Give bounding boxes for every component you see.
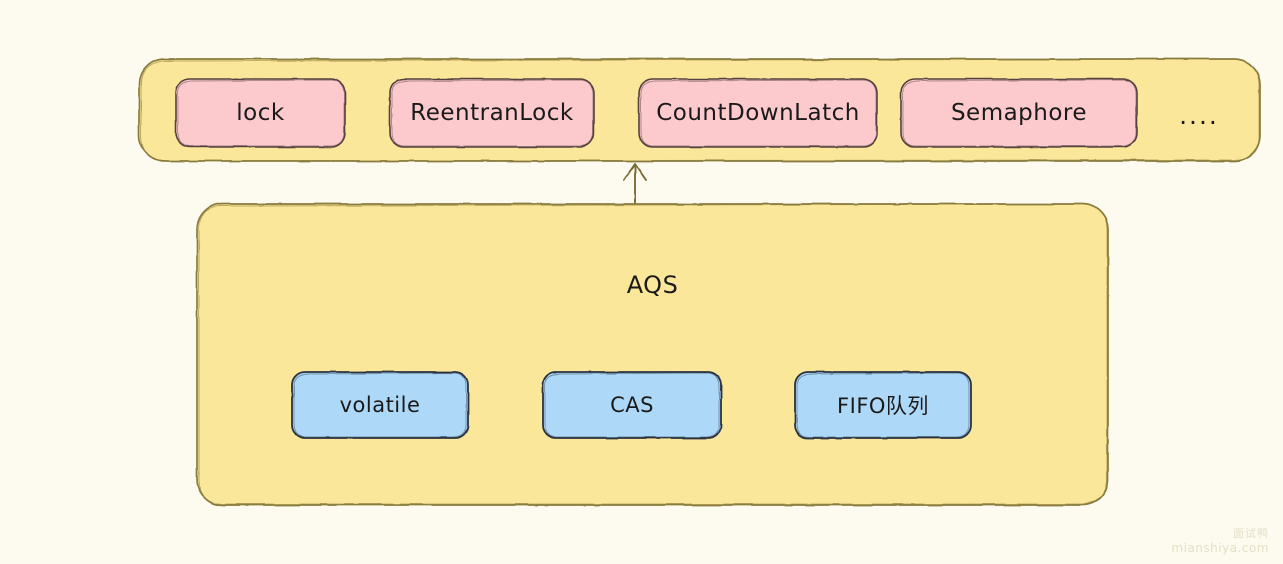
node-countdownlatch[interactable] [638,78,878,148]
lock-implementations-bar[interactable] [138,58,1261,162]
aqs-container-shape [196,203,1109,506]
node-lock[interactable] [175,78,346,148]
lock-implementations-bar-sketch-stroke [140,58,1260,162]
inheritance-arrow [623,163,647,205]
node-cas[interactable] [542,371,722,439]
node-volatile[interactable] [291,371,469,439]
node-semaphore[interactable] [900,78,1138,148]
node-reentranlock[interactable] [389,78,595,148]
aqs-container-sketch-stroke [198,203,1108,505]
aqs-container[interactable] [196,203,1109,506]
node-fifo-queue[interactable] [794,371,972,439]
